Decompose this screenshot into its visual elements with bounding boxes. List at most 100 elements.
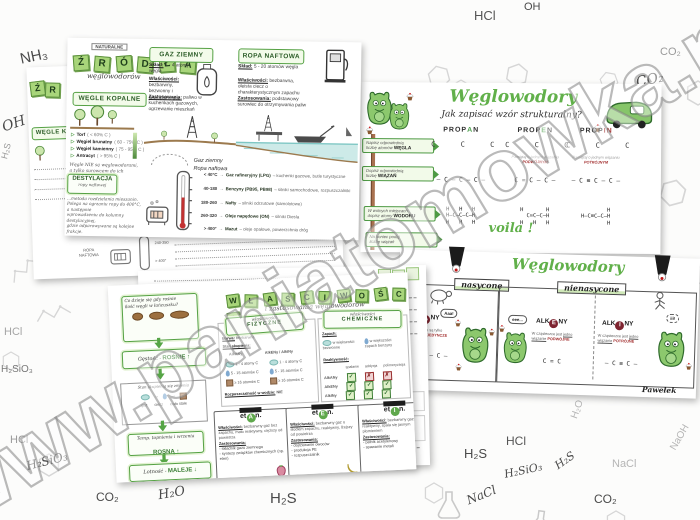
title-tile: Ź <box>72 54 90 72</box>
cupcake-icon <box>685 362 693 370</box>
green-car-mascot <box>606 101 653 129</box>
zapach-gas: w większości bezwonne <box>322 339 355 351</box>
worksheet-blank-line <box>174 245 335 253</box>
gas-canister-icon <box>194 62 221 97</box>
carbon-row: C C C <box>566 141 630 150</box>
oil-sklad: Skład: 5 - 20 atomów węgla <box>238 64 299 71</box>
bg-formula: NH₃ <box>18 45 50 68</box>
map-label-gas: Gaz ziemny <box>194 158 224 164</box>
cupcake-icon <box>488 328 496 336</box>
bg-formula: NaCl <box>612 458 637 470</box>
title-tile: Ł <box>244 294 259 308</box>
flask-doodle <box>436 430 462 520</box>
bg-formula: CO₂ <box>96 490 119 504</box>
bond-structure: – C – C – C – <box>436 176 486 184</box>
down-arrow <box>155 368 164 379</box>
tree-icon <box>106 109 118 124</box>
signpost-step-4: Na koniec podaj liczbę wiązań <box>365 231 438 247</box>
bg-formula: CO₂ <box>660 46 681 58</box>
bg-formula: OH <box>0 112 28 136</box>
tree-icon <box>33 145 47 162</box>
signpost-step-2: Dopisz odpowiednią liczbę WIĄZAŃ <box>361 165 435 182</box>
underground-gas-dome <box>151 153 189 166</box>
worksheet-tile: R <box>44 82 61 98</box>
sign-line: liczbę atomów WĘGLA <box>366 145 412 151</box>
fiz-col1-header: AlkANy <box>228 351 243 357</box>
marker-pen-icon <box>446 245 468 275</box>
alkiny-desc: W cząsteczce jest jedno wiązanie POTRÓJN… <box>597 333 639 344</box>
bg-formula: H₂S <box>0 141 13 161</box>
carbon-content-bar <box>132 132 138 159</box>
molecule-skeleton-doodle <box>634 463 700 520</box>
title-tile: Ó <box>115 55 133 73</box>
green-monster-mascot <box>655 327 688 370</box>
fraction-row: 180-260→Naftysilniki odrzutowe (samoloto… <box>196 200 356 208</box>
worksheet-blank-line <box>175 252 336 260</box>
sheet-structural-formulas: Węglowodory Jak zapisać wzór strukturaln… <box>360 81 662 255</box>
speech-bubble: Aaa! <box>440 308 458 319</box>
sea-platform-derrick <box>264 114 273 132</box>
title-tile: C <box>392 287 406 301</box>
bg-formula: NaOH <box>668 422 692 453</box>
bg-formula: NaCl <box>464 482 499 508</box>
fraction-row: 260-320→Oleje napędowe (ON)silniki Diesl… <box>196 213 356 221</box>
thermometer-bulb <box>179 222 186 229</box>
landscape-drawing: Gaz ziemny Ropa naftowa <box>143 114 358 172</box>
marker-pen-icon <box>651 253 673 283</box>
bg-formula: H₂S <box>270 490 297 507</box>
oil-derrick-icon <box>186 115 198 139</box>
destylacja-title-box: DESTYLACJA ropy naftowej <box>67 173 118 195</box>
sheet-properties: W Ł A Ś C I W O Ś C I i zastosowania węg… <box>107 272 417 483</box>
column-propin: PROPIN <box>579 127 613 135</box>
tree-icon <box>72 108 87 127</box>
ship-hull <box>294 136 327 143</box>
bond-structure: C = C – C – <box>514 177 556 185</box>
sign-line: liczbę wiązań <box>369 239 395 245</box>
sign-line: liczbę WIĄZAŃ <box>365 173 397 179</box>
coal-item: ▷Antracyt( > 95% C ) <box>70 152 121 159</box>
author-signature: Pawełek <box>641 384 677 396</box>
zapach-liquid: w większości zapach benzyny <box>364 338 393 349</box>
benzene-ring-doodle <box>224 486 248 520</box>
page-title: Węglowodory <box>511 254 625 277</box>
benzene-ring-doodle <box>2 286 20 436</box>
sailboat-icon <box>346 127 353 137</box>
hint-propin: Pamiętaj o jednym wiązaniu POTRÓJNYM <box>572 155 620 165</box>
chemiczne-title: właściwości CHEMICZNE <box>323 309 402 329</box>
hint-propen: Pamiętaj o jednym wiązaniu PODWÓJNYM <box>511 155 559 165</box>
tree-icon <box>88 104 106 127</box>
carbon-row: C C C <box>431 140 495 149</box>
bg-formula: HCl <box>4 326 23 338</box>
fraction-row: 40-180→Benzyny (PB95, PB98)silniki samoc… <box>196 186 356 194</box>
page-title: Węglowodory <box>449 86 578 108</box>
signpost-step-3: W wolnych miejscach dopisz atomy WODORU <box>363 205 436 222</box>
fraction-row: > 400°→Mazutoleje opałowe, powierzchnia … <box>196 226 356 234</box>
oil-wlasciwosci: Właściwości: bezbarwna, oleista ciecz o … <box>237 78 300 97</box>
binder-clip <box>311 403 334 410</box>
label-nienasycone: nienasycone <box>556 281 627 296</box>
tag-naturalne: NATURALNE <box>91 43 128 51</box>
worksheet-blank-line <box>174 238 335 246</box>
chain-doodle <box>131 312 143 322</box>
column-propen: PROPEN <box>517 127 554 135</box>
bg-formula: CO₂ <box>594 492 617 506</box>
binder-clip <box>239 407 262 414</box>
distillation-column-outline <box>138 235 150 271</box>
worksheet-blank-line <box>175 259 336 267</box>
coal-item: ▷Torf( < 60% C ) <box>71 131 111 138</box>
voila-note: voila ! <box>488 220 534 237</box>
gestosc-box: Gęstość - ROŚNIE ↑ <box>121 347 207 370</box>
thermometer-mercury <box>181 197 185 224</box>
cupcake-icon <box>498 324 506 332</box>
worksheet-empty-tile <box>405 267 420 281</box>
alkiny-structure: – C ≡ C – <box>604 359 638 368</box>
